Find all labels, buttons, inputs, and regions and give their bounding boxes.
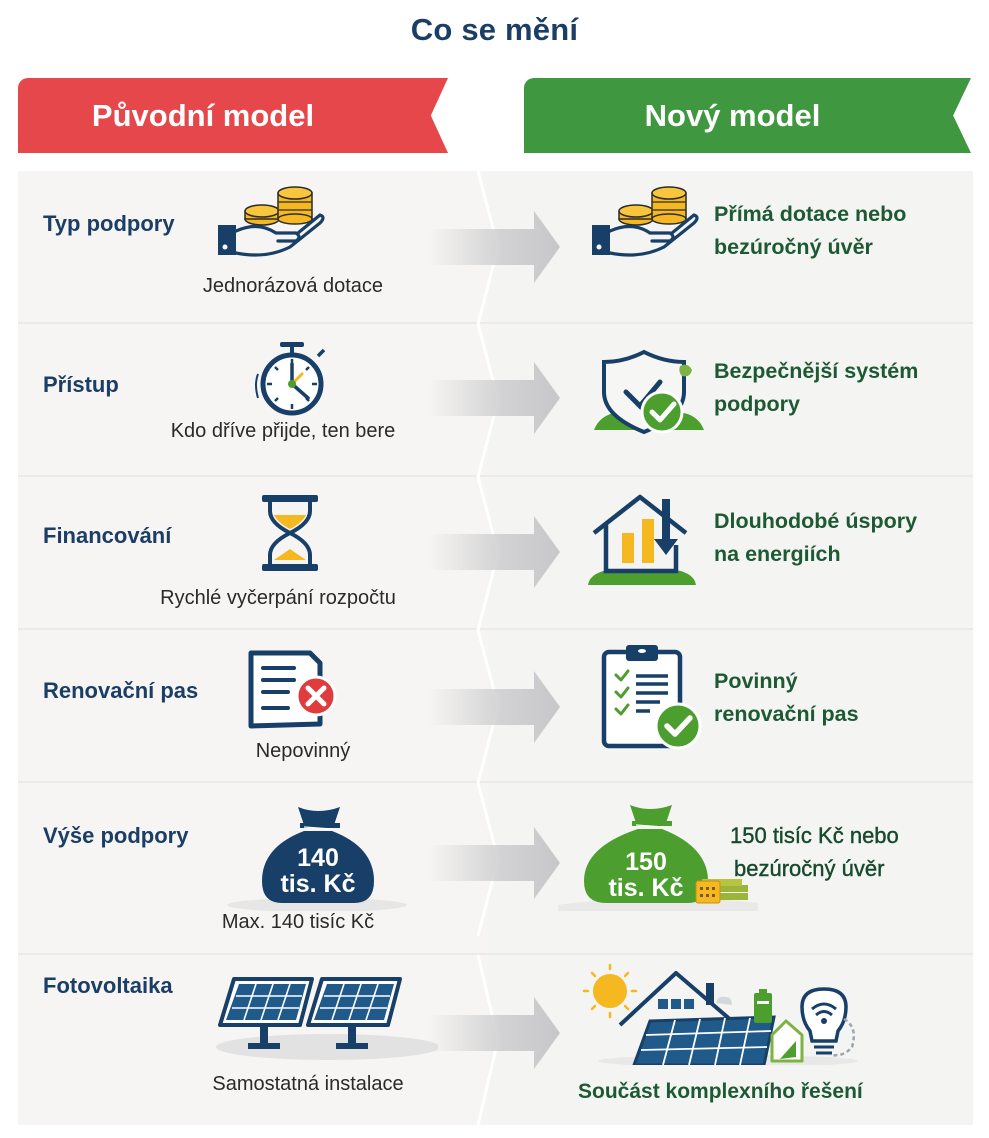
arrow-right-icon xyxy=(428,211,560,283)
money-bag-amount: 140 xyxy=(297,844,339,872)
clipboard-check-icon xyxy=(601,645,702,750)
old-model-value: Kdo dříve přijde, ten bere xyxy=(170,420,396,442)
new-model-value: Přímá dotace nebo bezúročný úvěr xyxy=(714,198,906,264)
new-model-value-line-1: Přímá dotace nebo xyxy=(714,202,907,226)
page-title: Co se mění xyxy=(410,12,579,47)
solar-panels-icon xyxy=(216,977,438,1060)
row-label: Renovační pas xyxy=(43,678,199,703)
shield-check-icon xyxy=(594,349,704,435)
arrow-right-icon xyxy=(428,516,560,588)
comparison-row-support-amount: Výše podpory 140 tis. Kč Max. 140 tisíc … xyxy=(18,783,973,955)
new-model-value-line-2: bezúročný úvěr xyxy=(714,235,873,259)
old-model-value: Jednorázová dotace xyxy=(202,275,384,297)
house-savings-icon xyxy=(588,494,696,585)
new-model-value-line-1: Bezpečnější systém xyxy=(714,359,919,383)
new-model-value-line-1: Dlouhodobé úspory xyxy=(714,509,918,533)
new-model-value: Povinný renovační pas xyxy=(714,665,859,731)
arrow-right-icon xyxy=(428,827,560,899)
row-label: Fotovoltaika xyxy=(43,973,173,998)
money-bag-icon: 150 tis. Kč xyxy=(558,799,758,911)
comparison-row-access: Přístup Kdo dříve přijde, ten bere xyxy=(18,324,973,477)
old-model-value: Max. 140 tisíc Kč xyxy=(221,911,375,933)
new-model-value-line-2: renovační pas xyxy=(714,702,859,726)
comparison-row-renovation-passport: Renovační pas Nepovinný xyxy=(18,630,973,783)
comparison-row-photovoltaics: Fotovoltaika xyxy=(18,955,973,1125)
comparison-table: Typ podpory Jednorázová dotace xyxy=(18,171,973,1125)
old-model-value: Rychlé vyčerpání rozpočtu xyxy=(160,587,396,609)
comparison-row-support-type: Typ podpory Jednorázová dotace xyxy=(18,171,973,324)
row-label: Financování xyxy=(43,523,172,548)
new-model-value-line-2: bezúročný úvěr xyxy=(734,856,885,881)
comparison-row-funding: Financování Rychlé vyčerpání rozpočtu Dl… xyxy=(18,477,973,630)
document-x-icon xyxy=(248,650,337,729)
row-label: Výše podpory xyxy=(43,823,189,848)
hand-coins-icon xyxy=(592,186,699,257)
money-bag-icon: 140 tis. Kč xyxy=(222,803,412,911)
hourglass-icon xyxy=(262,495,318,571)
new-model-value: 150 tisíc Kč nebo bezúročný úvěr xyxy=(730,819,899,885)
new-model-value-line-1: 150 tisíc Kč nebo xyxy=(730,823,899,848)
money-bag-unit: tis. Kč xyxy=(608,874,684,902)
arrow-right-icon xyxy=(428,671,560,743)
smart-solar-house-icon xyxy=(582,963,858,1065)
row-label: Přístup xyxy=(43,372,119,397)
stopwatch-icon xyxy=(255,342,326,416)
new-model-banner: Nový model xyxy=(524,78,971,153)
arrow-right-icon xyxy=(428,997,560,1069)
money-bag-unit: tis. Kč xyxy=(280,870,356,898)
row-label: Typ podpory xyxy=(43,211,175,236)
old-model-value: Nepovinný xyxy=(255,740,351,762)
new-model-value-line-1: Povinný xyxy=(714,669,798,693)
old-model-value: Samostatná instalace xyxy=(212,1073,404,1095)
old-model-banner: Původní model xyxy=(18,78,448,153)
old-model-banner-label: Původní model xyxy=(91,97,315,133)
new-model-value-line-2: podpory xyxy=(714,392,800,416)
new-model-banner-label: Nový model xyxy=(644,97,821,133)
new-model-value: Součást komplexního řešení xyxy=(578,1080,863,1103)
new-model-value: Dlouhodobé úspory na energiích xyxy=(714,505,917,571)
hand-coins-icon xyxy=(218,186,325,257)
new-model-value-line-2: na energiích xyxy=(714,542,841,566)
money-bag-amount: 150 xyxy=(625,848,667,876)
new-model-value: Bezpečnější systém podpory xyxy=(714,355,918,421)
arrow-right-icon xyxy=(428,362,560,434)
